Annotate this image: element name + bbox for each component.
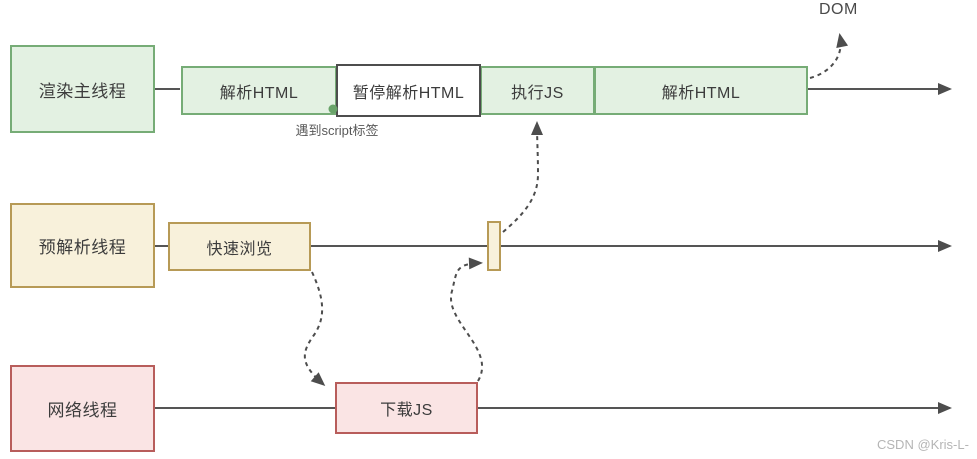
segment-preparse-resume-marker [487,221,501,271]
script-tag-annotation: 遇到script标签 [295,123,379,138]
render-main-thread-box: 渲染主线程 [10,45,155,133]
segment-pause-parse-html: 暂停解析HTML [336,64,481,117]
watermark-text: CSDN @Kris-L- [877,437,969,452]
network-thread-box: 网络线程 [10,365,155,452]
dom-label: DOM [819,1,858,18]
segment-download-js: 下载JS [335,382,478,434]
preparse-thread-box: 预解析线程 [10,203,155,288]
segment-fast-scan: 快速浏览 [168,222,311,271]
segment-execute-js: 执行JS [480,66,595,115]
segment-parse-html-2: 解析HTML [594,66,808,115]
segment-parse-html-1: 解析HTML [181,66,337,115]
